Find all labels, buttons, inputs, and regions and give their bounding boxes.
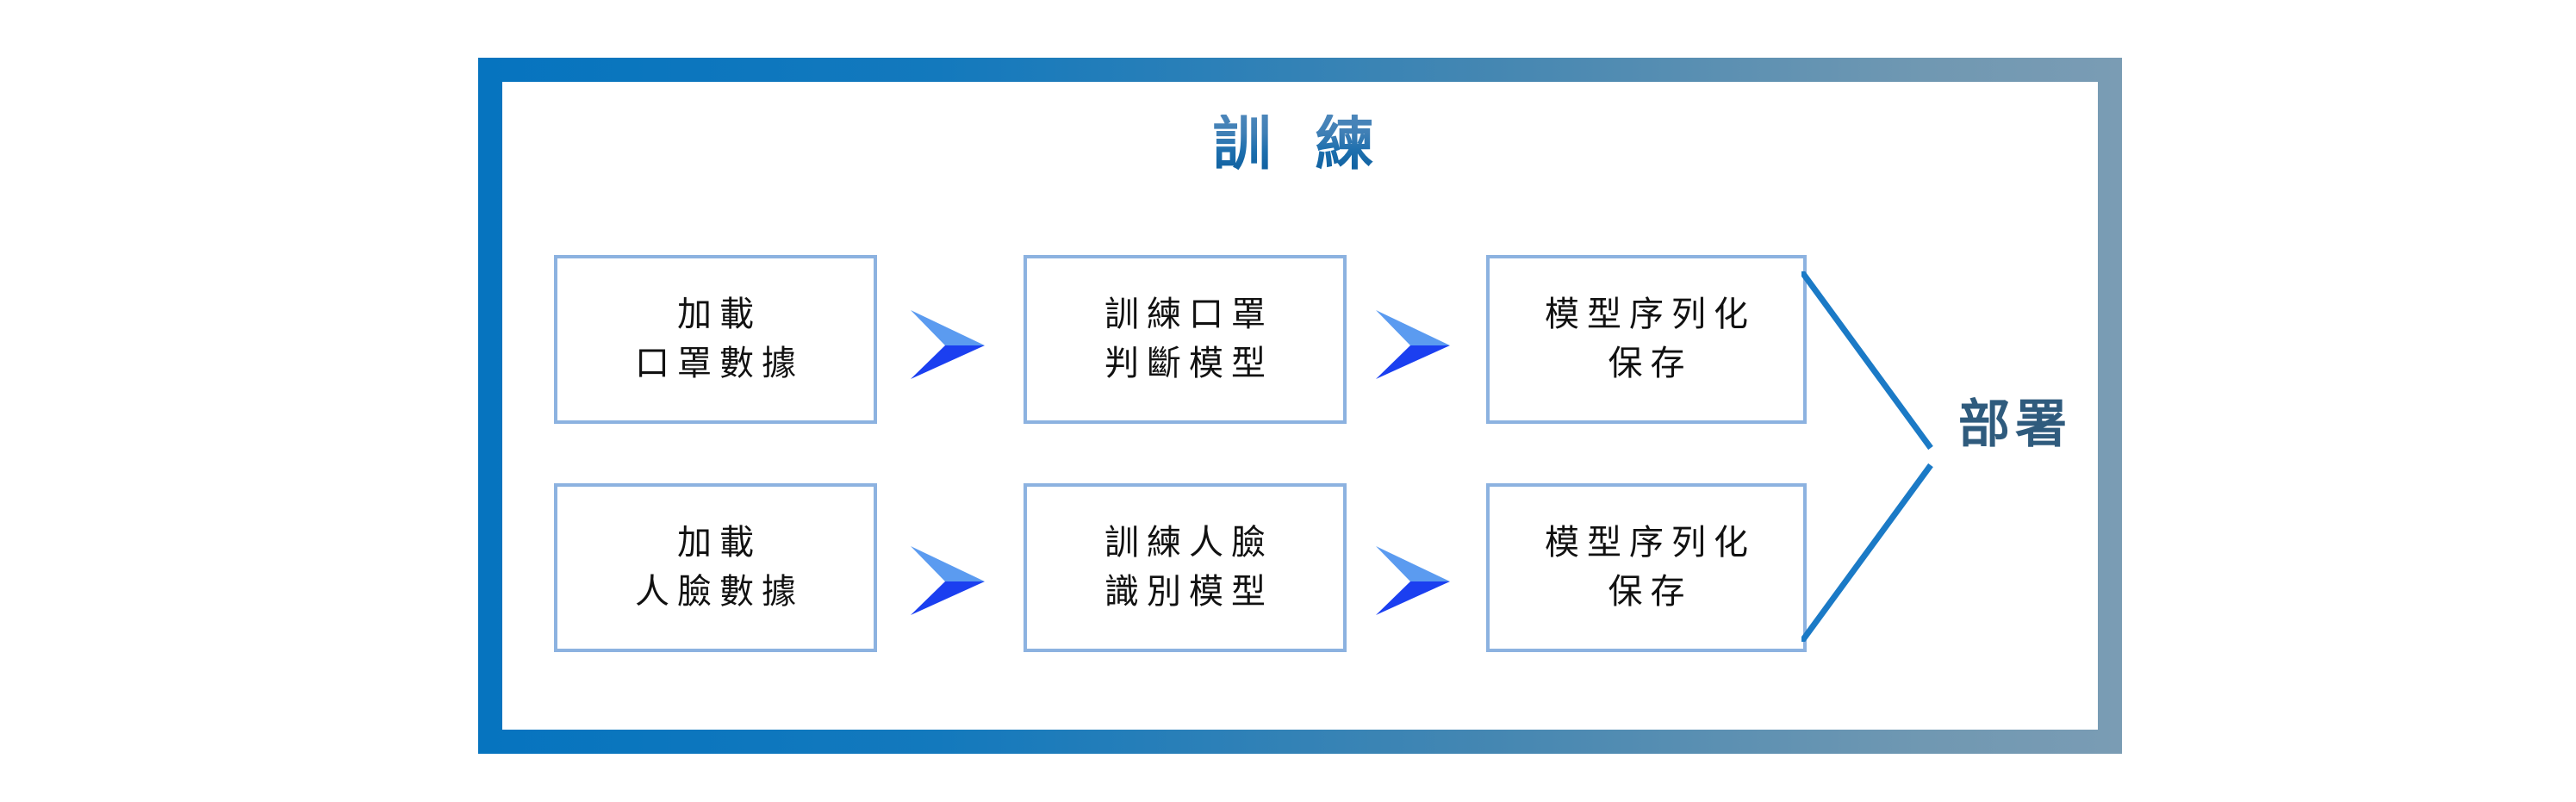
box-text-line-1: 模型序列化: [1545, 295, 1756, 334]
process-box-serialize-save-face-model[interactable]: 模型序列化 保存: [1486, 483, 1807, 652]
box-text-line-1: 加載: [677, 524, 762, 563]
box-text-line-2: 保存: [1608, 573, 1693, 611]
chevron-right-arrow-icon: [909, 308, 986, 381]
box-text-line-1: 加載: [677, 295, 762, 334]
box-text-line-1: 訓練人臉: [1104, 524, 1273, 563]
process-box-load-mask-data[interactable]: 加載 口罩數據: [554, 255, 877, 424]
chevron-right-arrow-icon: [1374, 308, 1452, 381]
chevron-right-arrow-icon: [909, 544, 986, 617]
box-text-line-2: 保存: [1608, 345, 1693, 382]
box-text-line-1: 訓練口罩: [1104, 295, 1273, 334]
process-box-train-face-model[interactable]: 訓練人臉 識別模型: [1024, 483, 1347, 652]
training-phase-frame: 訓 練 加載 口罩數據 訓練口罩 判斷模型: [478, 58, 2122, 754]
deploy-connector-lines: [1801, 271, 1933, 642]
page-title: 訓 練: [502, 115, 2098, 173]
box-text-line-2: 判斷模型: [1104, 345, 1273, 382]
box-text-line-2: 人臉數據: [635, 573, 804, 611]
process-box-train-mask-model[interactable]: 訓練口罩 判斷模型: [1024, 255, 1347, 424]
process-box-load-face-data[interactable]: 加載 人臉數據: [554, 483, 877, 652]
training-phase-frame-inner: 訓 練 加載 口罩數據 訓練口罩 判斷模型: [502, 82, 2098, 730]
process-box-serialize-save-mask-model[interactable]: 模型序列化 保存: [1486, 255, 1807, 424]
box-text-line-1: 模型序列化: [1545, 524, 1756, 563]
deploy-label: 部署: [1958, 395, 2072, 453]
box-text-line-2: 口罩數據: [635, 345, 804, 382]
box-text-line-2: 識別模型: [1104, 573, 1273, 611]
chevron-right-arrow-icon: [1374, 544, 1452, 617]
